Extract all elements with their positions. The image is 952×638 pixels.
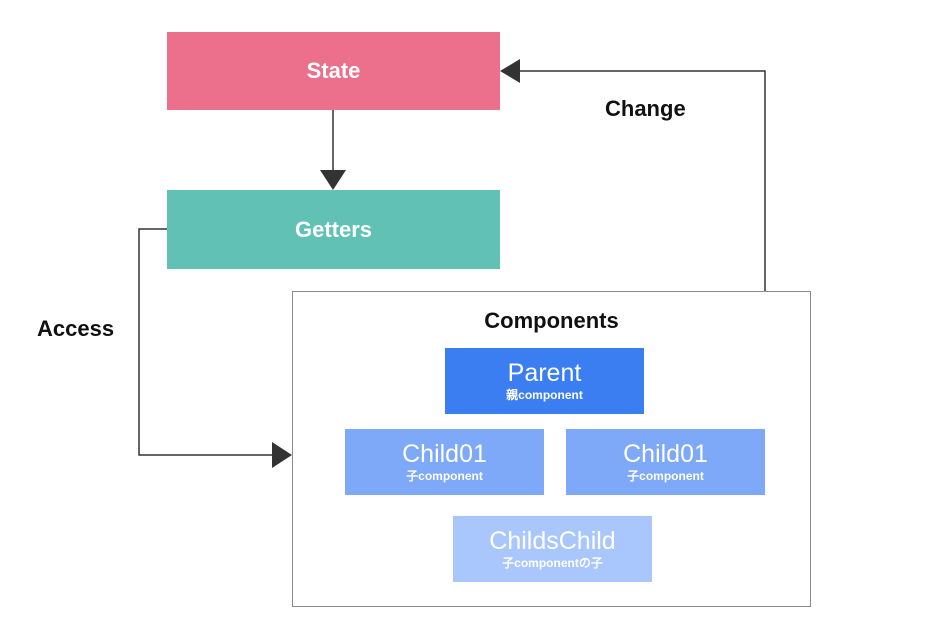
childschild-label: ChildsChild <box>489 527 616 555</box>
child01-left-label: Child01 <box>402 440 487 468</box>
child01-component-node-right: Child01 子component <box>566 429 765 495</box>
child01-left-sub-label: 子component <box>406 469 483 483</box>
access-arrowhead <box>272 442 292 468</box>
getters-node: Getters <box>167 190 500 269</box>
change-arrowhead <box>500 59 520 83</box>
state-to-getters-arrowhead <box>320 170 346 190</box>
access-edge-label: Access <box>37 316 115 341</box>
state-label: State <box>306 58 361 83</box>
child01-component-node-left: Child01 子component <box>345 429 544 495</box>
child01-right-label: Child01 <box>623 440 708 468</box>
state-node: State <box>167 32 500 110</box>
childschild-component-node: ChildsChild 子componentの子 <box>453 516 652 582</box>
childschild-sub-label: 子componentの子 <box>502 556 603 570</box>
change-edge-label: Change <box>605 96 686 121</box>
getters-label: Getters <box>294 216 373 242</box>
parent-sub-label: 親component <box>506 388 583 402</box>
parent-label: Parent <box>507 359 582 387</box>
components-title: Components <box>484 308 619 333</box>
parent-component-node: Parent 親component <box>445 348 644 414</box>
change-line <box>520 70 766 291</box>
access-line <box>138 228 272 456</box>
child01-right-sub-label: 子component <box>627 469 704 483</box>
